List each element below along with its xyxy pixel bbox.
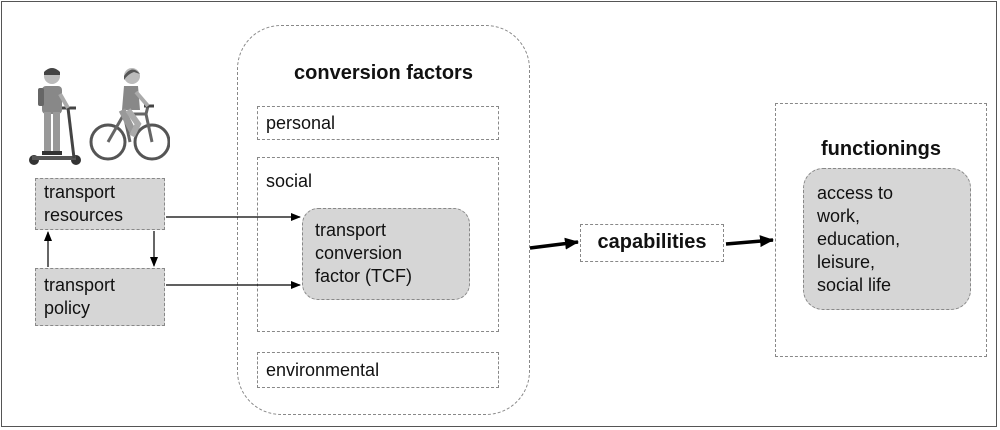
capabilities-box [580,224,724,262]
functionings-items-box [803,168,971,310]
transport-resources-box [35,178,165,230]
transport-resources-label: transport resources [44,182,124,225]
personal-factor-box [257,106,499,140]
environmental-factor-label: environmental [266,360,380,380]
arrow-capabilities-to-functionings [725,235,774,248]
social-factor-box [257,157,499,332]
functionings-title: functionings [821,138,941,160]
conversion-factors-container [237,25,530,415]
capabilities-label: capabilities [597,231,707,253]
scooter-rider-illustration [29,68,81,165]
transport-policy-label: transport policy [44,275,116,318]
personal-factor-label: personal [266,113,336,133]
functionings-items: access to work, education, leisure, soci… [817,183,901,295]
conversion-factors-title: conversion factors [294,62,473,84]
arrow-conversion-to-capabilities [529,237,579,250]
transport-policy-box [35,268,165,326]
cyclist-illustration [89,68,170,161]
tcf-box [302,208,470,300]
functionings-container [775,103,987,357]
social-factor-label: social [266,171,313,191]
environmental-factor-box [257,352,499,388]
tcf-label: transport conversion factor (TCF) [315,220,412,286]
